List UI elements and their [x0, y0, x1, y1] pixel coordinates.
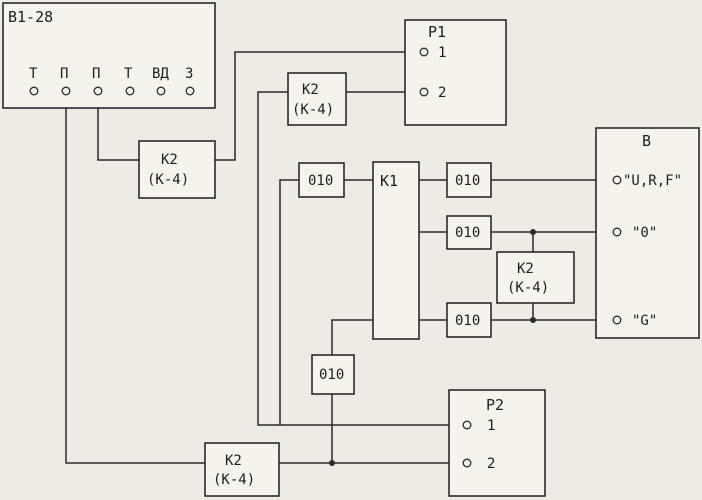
v1-28-pin-label-1: Т: [29, 66, 38, 82]
cable-k2-top-line1: К2: [302, 82, 319, 98]
adapter-010-bottom-label: 010: [319, 367, 344, 383]
p2-pin-label-2: 2: [487, 456, 495, 472]
b-pin-label-3: "G": [632, 313, 657, 329]
wire-k1-to-a-bottom: [331, 319, 373, 355]
terminal-icon: [612, 175, 622, 185]
adapter-010-left: 010: [298, 162, 345, 198]
wires: [65, 51, 613, 464]
device-b: В "U,R,F" "0" "G": [595, 127, 700, 339]
terminal-icon: [156, 86, 166, 96]
p1-pin-label-2: 2: [438, 85, 446, 101]
wire-k2-mid-to-p1-1: [215, 51, 419, 161]
junctions: [329, 229, 536, 466]
terminal-icon: [612, 227, 622, 237]
b-pin-label-1: "U,R,F": [623, 173, 682, 189]
terminal-icon: [29, 86, 39, 96]
cable-k2-mid: К2 (К-4): [138, 140, 216, 199]
terminal-icon: [462, 458, 472, 468]
device-p2-title: Р2: [486, 396, 504, 414]
device-k1: К1: [372, 161, 420, 340]
device-v1-28: В1-28 Т П П Т ВД З: [2, 2, 216, 109]
v1-28-pin-label-3: П: [92, 66, 100, 82]
adapter-010-low: 010: [446, 302, 492, 338]
wire-v128-to-k2-bottom: [65, 95, 205, 464]
cable-k2-right-line1: К2: [517, 261, 534, 277]
junction-dot: [329, 460, 335, 466]
v1-28-pin-label-6: З: [185, 66, 193, 82]
cable-k2-bottom-line1: К2: [225, 453, 242, 469]
device-p2: Р2 1 2: [448, 389, 546, 497]
cable-k2-top-line2: (К-4): [292, 102, 334, 118]
adapter-010-mid-label: 010: [455, 225, 480, 241]
adapter-010-low-label: 010: [455, 313, 480, 329]
device-p1-title: Р1: [428, 23, 446, 41]
terminal-icon: [61, 86, 71, 96]
terminal-icon: [185, 86, 195, 96]
adapter-010-top: 010: [446, 162, 492, 198]
p1-pin-label-1: 1: [438, 45, 446, 61]
wire-v128-to-k2-mid: [97, 95, 139, 161]
terminal-icon: [125, 86, 135, 96]
terminal-icon: [612, 315, 622, 325]
wire-k2-top-left-drop: [257, 91, 462, 426]
terminal-icon: [93, 86, 103, 96]
cable-k2-right: К2 (К-4): [496, 251, 575, 304]
adapter-010-top-label: 010: [455, 173, 480, 189]
device-b-title: В: [642, 132, 651, 150]
adapter-010-bottom: 010: [311, 354, 355, 395]
cable-k2-right-line2: (К-4): [507, 280, 549, 296]
terminal-icon: [419, 47, 429, 57]
terminal-icon: [462, 420, 472, 430]
wire-a-left-drop: [279, 179, 299, 425]
p2-pin-label-1: 1: [487, 418, 495, 434]
b-pin-label-2: "0": [632, 225, 657, 241]
adapter-010-left-label: 010: [308, 173, 333, 189]
junction-dot: [530, 317, 536, 323]
v1-28-pin-label-2: П: [60, 66, 68, 82]
cable-k2-top: К2 (К-4): [287, 72, 347, 126]
junction-dot: [530, 229, 536, 235]
v1-28-pin-label-5: ВД: [152, 66, 169, 82]
v1-28-pin-label-4: Т: [124, 66, 133, 82]
terminal-icon: [419, 87, 429, 97]
cable-k2-mid-line1: К2: [161, 152, 178, 168]
device-p1: Р1 1 2: [404, 19, 507, 126]
cable-k2-bottom: К2 (К-4): [204, 442, 280, 497]
adapter-010-mid: 010: [446, 215, 492, 250]
device-k1-title: К1: [380, 172, 398, 190]
cable-k2-bottom-line2: (К-4): [213, 472, 255, 488]
cable-k2-mid-line2: (К-4): [147, 172, 189, 188]
device-v1-28-title: В1-28: [8, 8, 53, 26]
